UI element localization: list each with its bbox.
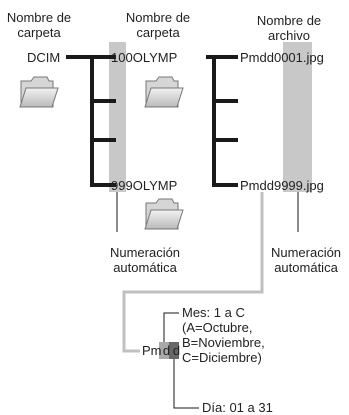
header-folder-name-1: Nombre de carpeta [4, 10, 74, 40]
file-number-highlight [283, 42, 312, 192]
month-line: C=Diciembre) [182, 350, 262, 365]
file-number: 0001 [273, 50, 303, 65]
day-description: Día: 01 a 31 [202, 400, 273, 415]
folder-suffix: OLYMP [132, 178, 178, 193]
header-file-name: Nombre de archivo [249, 13, 329, 43]
folder-suffix: OLYMP [132, 50, 178, 65]
file-extension: .jpg [302, 50, 324, 65]
header-line: Nombre de [6, 10, 72, 25]
header-line: carpeta [17, 25, 61, 40]
folder-number: 100 [111, 50, 133, 65]
first-file-label: Pmdd0001.jpg [240, 50, 324, 65]
note-line: automática [274, 260, 338, 275]
header-line: Nombre de [256, 13, 322, 28]
auto-numbering-note-folders: Numeración automática [97, 245, 193, 275]
first-folder-label: 100OLYMP [111, 50, 177, 65]
folder-icon-first [144, 76, 184, 108]
folder-number: 999 [111, 178, 133, 193]
file-number: 9999 [273, 178, 303, 193]
header-line: archivo [268, 28, 310, 43]
folder-icon-dcim [19, 76, 59, 108]
month-callout-line [163, 312, 179, 342]
file-tree-bracket [206, 55, 238, 187]
month-line: (A=Octubre, [182, 320, 253, 335]
day-callout-line [173, 359, 199, 409]
breakdown-connector [122, 192, 264, 353]
last-file-label: Pmdd9999.jpg [240, 178, 324, 193]
file-prefix: Pmdd [240, 50, 274, 65]
filename-day-char: d [172, 343, 181, 358]
month-char-box [159, 342, 169, 359]
month-line: B=Noviembre, [182, 335, 265, 350]
file-extension: .jpg [302, 178, 324, 193]
auto-numbering-note-files: Numeración automática [260, 245, 349, 275]
folder-tree-bracket [66, 55, 116, 187]
header-folder-name-2: Nombre de carpeta [118, 10, 198, 40]
filename-base: Pm [142, 343, 162, 358]
note-line: Numeración [270, 245, 342, 260]
note-line: automática [113, 260, 177, 275]
day-char-box [169, 342, 179, 359]
last-folder-label: 999OLYMP [111, 178, 177, 193]
root-folder-label: DCIM [27, 50, 61, 65]
month-description: Mes: 1 a C (A=Octubre, B=Noviembre, C=Di… [182, 305, 265, 365]
header-line: carpeta [136, 25, 180, 40]
note-line: Numeración [109, 245, 181, 260]
folder-number-highlight [109, 42, 126, 192]
header-line: Nombre de [125, 10, 191, 25]
folder-icon-last [144, 198, 184, 230]
file-prefix: Pmdd [240, 178, 274, 193]
filename-month-char: d [162, 343, 171, 358]
month-line: Mes: 1 a C [182, 305, 245, 320]
